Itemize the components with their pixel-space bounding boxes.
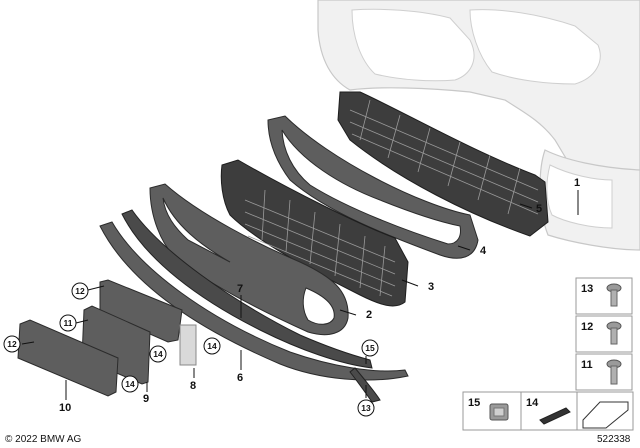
legend-15-label: 15 [468,397,480,409]
legend-12-label: 12 [581,321,593,333]
callout-6: 6 [237,372,243,384]
upper-grille [337,91,549,237]
callout-14a-text: 14 [153,349,163,359]
foam-block [179,324,197,366]
callout-10: 10 [59,402,71,414]
trim-strip-upper [121,209,373,369]
arrow-icon [582,401,629,429]
callout-3: 3 [428,281,434,293]
legend-11: 11 [575,353,633,391]
callout-11: 11 [59,314,77,332]
legend-arrow [576,391,634,431]
callout-15: 15 [361,339,379,357]
legend-13: 13 [575,277,633,315]
callout-13: 13 [357,399,375,417]
legend-13-label: 13 [581,283,593,295]
callout-12b-text: 12 [7,339,17,349]
bumper-outline [317,0,640,251]
middle-frame [267,115,479,259]
clip-icon [489,403,509,421]
copyright-text: © 2022 BMW AG [5,434,82,445]
callout-14-a: 14 [149,345,167,363]
diagram-number: 522338 [597,434,631,445]
callout-9: 9 [143,393,149,405]
callout-12-lower: 12 [3,335,21,353]
callout-14b-text: 14 [207,341,217,351]
callout-12-upper: 12 [71,282,89,300]
callout-15-text: 15 [365,343,375,353]
callout-11-text: 11 [64,318,73,328]
callout-14-c: 14 [121,375,139,393]
callout-2: 2 [366,309,372,321]
license-plate-base-left [17,319,119,397]
lower-grille-insert [220,159,409,307]
screw-icon [606,359,622,385]
legend-14-label: 14 [526,397,539,409]
foam-pad-icon [539,407,571,425]
legend-14: 14 [520,391,578,431]
callout-13-text: 13 [361,403,371,413]
legend-15: 15 [462,391,522,431]
screw-icon [606,321,622,345]
callout-12a-text: 12 [75,286,85,296]
legend-11-label: 11 [581,359,593,371]
callout-1: 1 [574,177,580,189]
screw-icon [606,283,622,307]
leader-lines [21,190,579,400]
callout-8: 8 [190,380,196,392]
legend-12: 12 [575,315,633,353]
callout-7: 7 [237,283,243,295]
callout-14c-text: 14 [125,379,135,389]
callout-5: 5 [536,203,542,215]
callout-14-b: 14 [203,337,221,355]
callout-4: 4 [480,245,487,257]
